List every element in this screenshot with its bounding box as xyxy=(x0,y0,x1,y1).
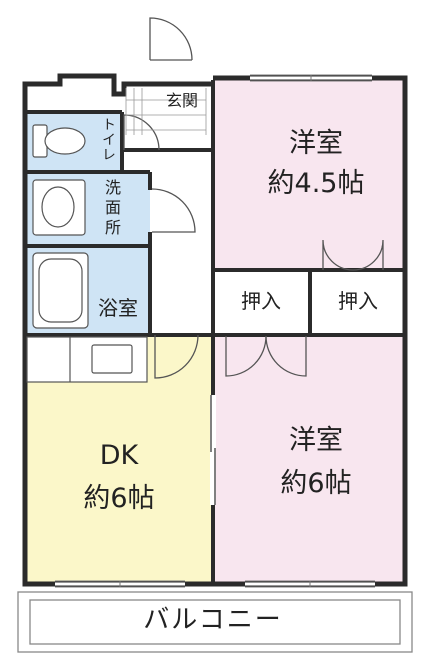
western-room-top-size: 約4.5帖 xyxy=(267,168,365,199)
closet-left-fill xyxy=(213,270,310,335)
sliding-door xyxy=(210,395,216,505)
washbasin xyxy=(32,179,86,236)
doors xyxy=(123,17,384,379)
bathtub xyxy=(32,252,89,329)
entrance-label: 玄関 xyxy=(165,91,198,110)
outer-walls xyxy=(22,73,408,587)
western-room-top-fill xyxy=(213,80,405,270)
toilet-label: トイレ xyxy=(100,117,116,162)
dk-name: DK xyxy=(99,440,139,471)
closet-right-label: 押入 xyxy=(338,289,378,313)
balcony-label: バルコニー xyxy=(143,605,283,635)
closet-left-label: 押入 xyxy=(241,289,281,313)
toilet-fixture xyxy=(32,124,86,158)
western-room-bottom-name: 洋室 xyxy=(289,425,343,456)
kitchen-counter xyxy=(26,336,148,383)
closet-right-fill xyxy=(310,270,405,335)
balcony-rail xyxy=(17,591,413,653)
western-room-top-name: 洋室 xyxy=(289,128,343,159)
washroom-label-text: 洗面所 xyxy=(104,178,121,237)
entrance-tile xyxy=(125,88,207,135)
window-bottom xyxy=(55,580,375,588)
washroom-label: 洗面所 xyxy=(101,178,125,238)
dk-size: 約6帖 xyxy=(83,483,155,514)
bath-label: 浴室 xyxy=(98,296,138,320)
western-room-bottom-fill xyxy=(213,335,405,583)
western-room-bottom-size: 約6帖 xyxy=(280,468,352,499)
